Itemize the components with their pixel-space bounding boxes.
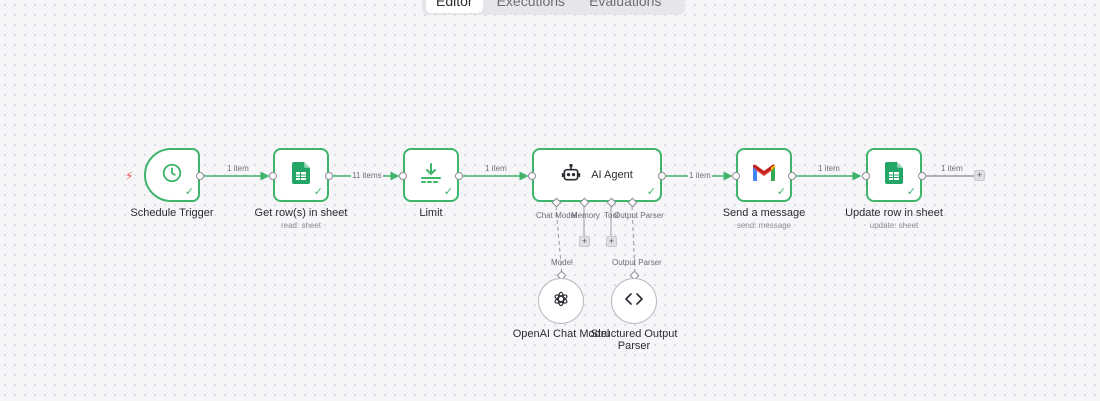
trigger-bolt-icon: ⚡ xyxy=(125,169,134,183)
view-tabs: Editor Executions Evaluations xyxy=(422,0,685,15)
node-label: Update row in sheet xyxy=(845,207,943,219)
node-sublabel: update: sheet xyxy=(869,221,919,230)
node-label: OpenAI Chat Model xyxy=(512,328,610,340)
node-label-line2: Parser xyxy=(617,340,651,352)
conn-label-agent-send: 1 item xyxy=(688,171,712,181)
clock-icon xyxy=(161,162,183,189)
success-check-icon: ✓ xyxy=(184,186,194,198)
input-port[interactable] xyxy=(528,172,536,180)
add-memory-button[interactable]: + xyxy=(579,236,590,247)
output-port[interactable] xyxy=(658,172,666,180)
input-port[interactable] xyxy=(732,172,740,180)
node-get-rows[interactable]: ✓ xyxy=(273,148,329,202)
port-label-memory: Memory xyxy=(571,211,600,220)
tab-editor[interactable]: Editor xyxy=(426,0,483,13)
input-port[interactable] xyxy=(862,172,870,180)
port-label-output-parser-sub: Output Parser xyxy=(612,258,662,267)
conn-label-send-update: 1 item xyxy=(818,164,840,173)
output-port[interactable] xyxy=(455,172,463,180)
google-sheets-icon xyxy=(885,161,903,189)
node-ai-agent[interactable]: AI Agent ✓ xyxy=(532,148,662,202)
add-tool-button[interactable]: + xyxy=(606,236,617,247)
output-port[interactable] xyxy=(788,172,796,180)
conn-label-update-out: 1 item xyxy=(941,164,963,173)
limit-icon xyxy=(419,161,443,190)
success-check-icon: ✓ xyxy=(906,186,916,198)
node-openai-chat-model[interactable] xyxy=(538,278,584,324)
node-label: Get row(s) in sheet xyxy=(254,207,348,219)
output-port[interactable] xyxy=(196,172,204,180)
node-sublabel: send: message xyxy=(736,221,792,230)
node-label: Schedule Trigger xyxy=(130,207,214,219)
node-title: AI Agent xyxy=(591,169,633,181)
success-check-icon: ✓ xyxy=(313,186,323,198)
robot-icon xyxy=(561,163,581,188)
input-port[interactable] xyxy=(399,172,407,180)
port-label-chat-model: Chat Model xyxy=(536,211,577,220)
conn-label-get-limit: 11 items xyxy=(351,171,383,181)
success-check-icon: ✓ xyxy=(443,186,453,198)
node-label: Limit xyxy=(419,207,443,219)
tab-executions[interactable]: Executions xyxy=(496,0,566,9)
tab-evaluations[interactable]: Evaluations xyxy=(589,0,662,9)
code-brackets-icon xyxy=(625,292,643,311)
conn-label-trigger-get: 1 item xyxy=(227,164,249,173)
input-port[interactable] xyxy=(269,172,277,180)
node-send-message[interactable]: ✓ xyxy=(736,148,792,202)
node-update-row[interactable]: ✓ xyxy=(866,148,922,202)
node-label-line1: Structured Output xyxy=(590,328,678,340)
wire-parser-to-agent xyxy=(631,205,636,277)
openai-icon xyxy=(551,289,571,314)
port-label-output-parser: Output Parser xyxy=(614,211,664,220)
add-node-button[interactable]: + xyxy=(974,170,985,181)
output-port[interactable] xyxy=(918,172,926,180)
success-check-icon: ✓ xyxy=(776,186,786,198)
node-structured-output-parser[interactable] xyxy=(611,278,657,324)
gmail-icon xyxy=(752,164,776,187)
success-check-icon: ✓ xyxy=(646,186,656,198)
wire-model-to-agent xyxy=(555,205,563,277)
google-sheets-icon xyxy=(292,161,310,189)
node-schedule-trigger[interactable]: ✓ xyxy=(144,148,200,202)
output-port[interactable] xyxy=(325,172,333,180)
conn-label-limit-agent: 1 item xyxy=(485,164,507,173)
node-sublabel: read: sheet xyxy=(280,221,322,230)
port-label-tool: Tool xyxy=(604,211,619,220)
port-label-model: Model xyxy=(551,258,573,267)
node-label: Send a message xyxy=(722,207,806,219)
node-limit[interactable]: ✓ xyxy=(403,148,459,202)
